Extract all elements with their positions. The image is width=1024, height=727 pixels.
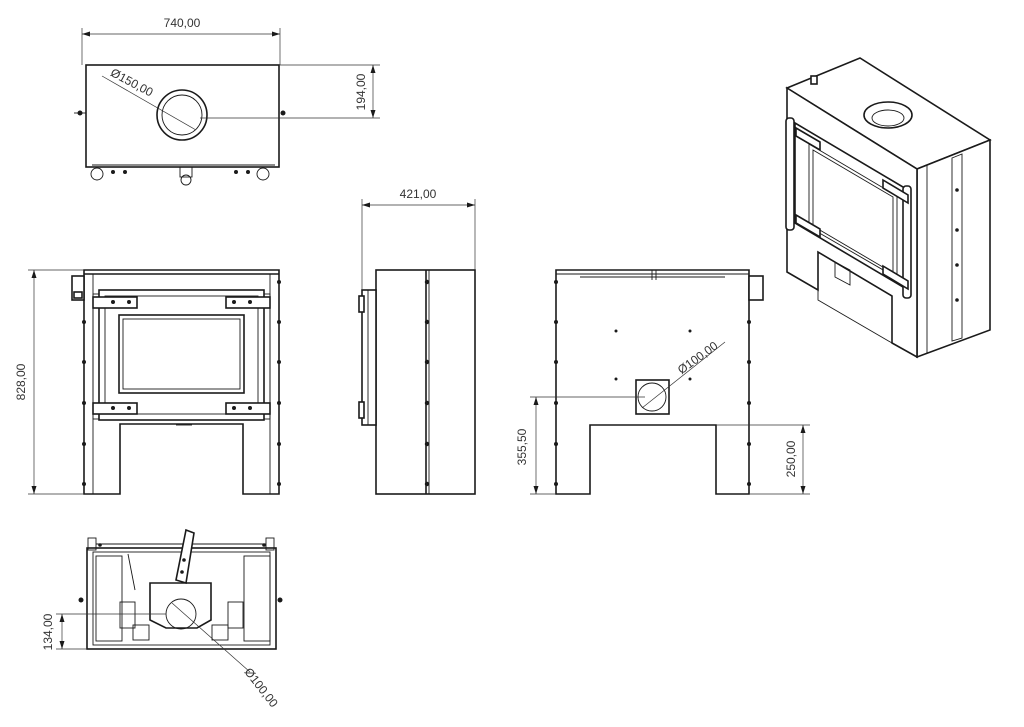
bottom-offset-label: 134,00: [41, 613, 55, 650]
depth-label: 421,00: [400, 187, 437, 201]
bottom-offset-dimension: 134,00: [41, 613, 166, 650]
bottom-flue-label: Ø100,00: [241, 665, 281, 710]
front-view: [71, 269, 281, 495]
width-label: 740,00: [164, 16, 201, 30]
rear-flue-height-label: 355,50: [515, 428, 529, 465]
leg-height-label: 250,00: [784, 440, 798, 477]
side-view: [358, 269, 476, 495]
depth-dimension: 421,00: [361, 187, 476, 290]
rear-view: [554, 269, 764, 495]
leg-height-dimension: 250,00: [716, 424, 810, 495]
height-label: 828,00: [14, 363, 28, 400]
bottom-view: [78, 528, 283, 673]
top-depth-dimension: 194,00: [200, 64, 380, 119]
height-dimension: 828,00: [14, 269, 84, 495]
width-dimension: 740,00: [81, 16, 281, 65]
rear-flue-height-dimension: 355,50: [515, 396, 645, 495]
top-view: [74, 64, 286, 186]
isometric-view: [785, 57, 992, 359]
top-depth-label: 194,00: [354, 73, 368, 110]
